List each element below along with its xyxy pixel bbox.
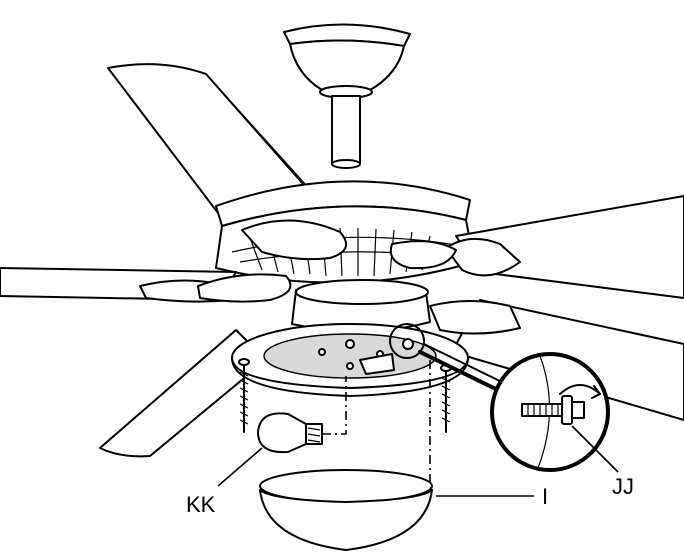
thumb-screw-icon <box>521 395 585 425</box>
callout-label-kk: KK <box>186 492 216 517</box>
mounting-screws <box>238 358 452 433</box>
leader-kk <box>217 447 263 487</box>
callout-label-jj: JJ <box>612 474 634 499</box>
clockwise-arrow-icon <box>559 384 601 395</box>
fan-blade-right <box>445 195 684 299</box>
thumb-screw-detail <box>490 352 610 472</box>
alignment-lines <box>322 360 431 482</box>
blade-arms <box>197 219 457 303</box>
glass-bowl <box>259 469 433 551</box>
downrod <box>331 95 361 169</box>
leader-jj <box>571 425 619 473</box>
canopy <box>283 23 411 99</box>
detail-callout-circle <box>389 323 508 396</box>
callout-label-i: I <box>542 484 548 509</box>
switch-housing <box>291 279 431 333</box>
light-kit-plate <box>231 323 469 397</box>
light-bulb-icon <box>257 412 323 454</box>
